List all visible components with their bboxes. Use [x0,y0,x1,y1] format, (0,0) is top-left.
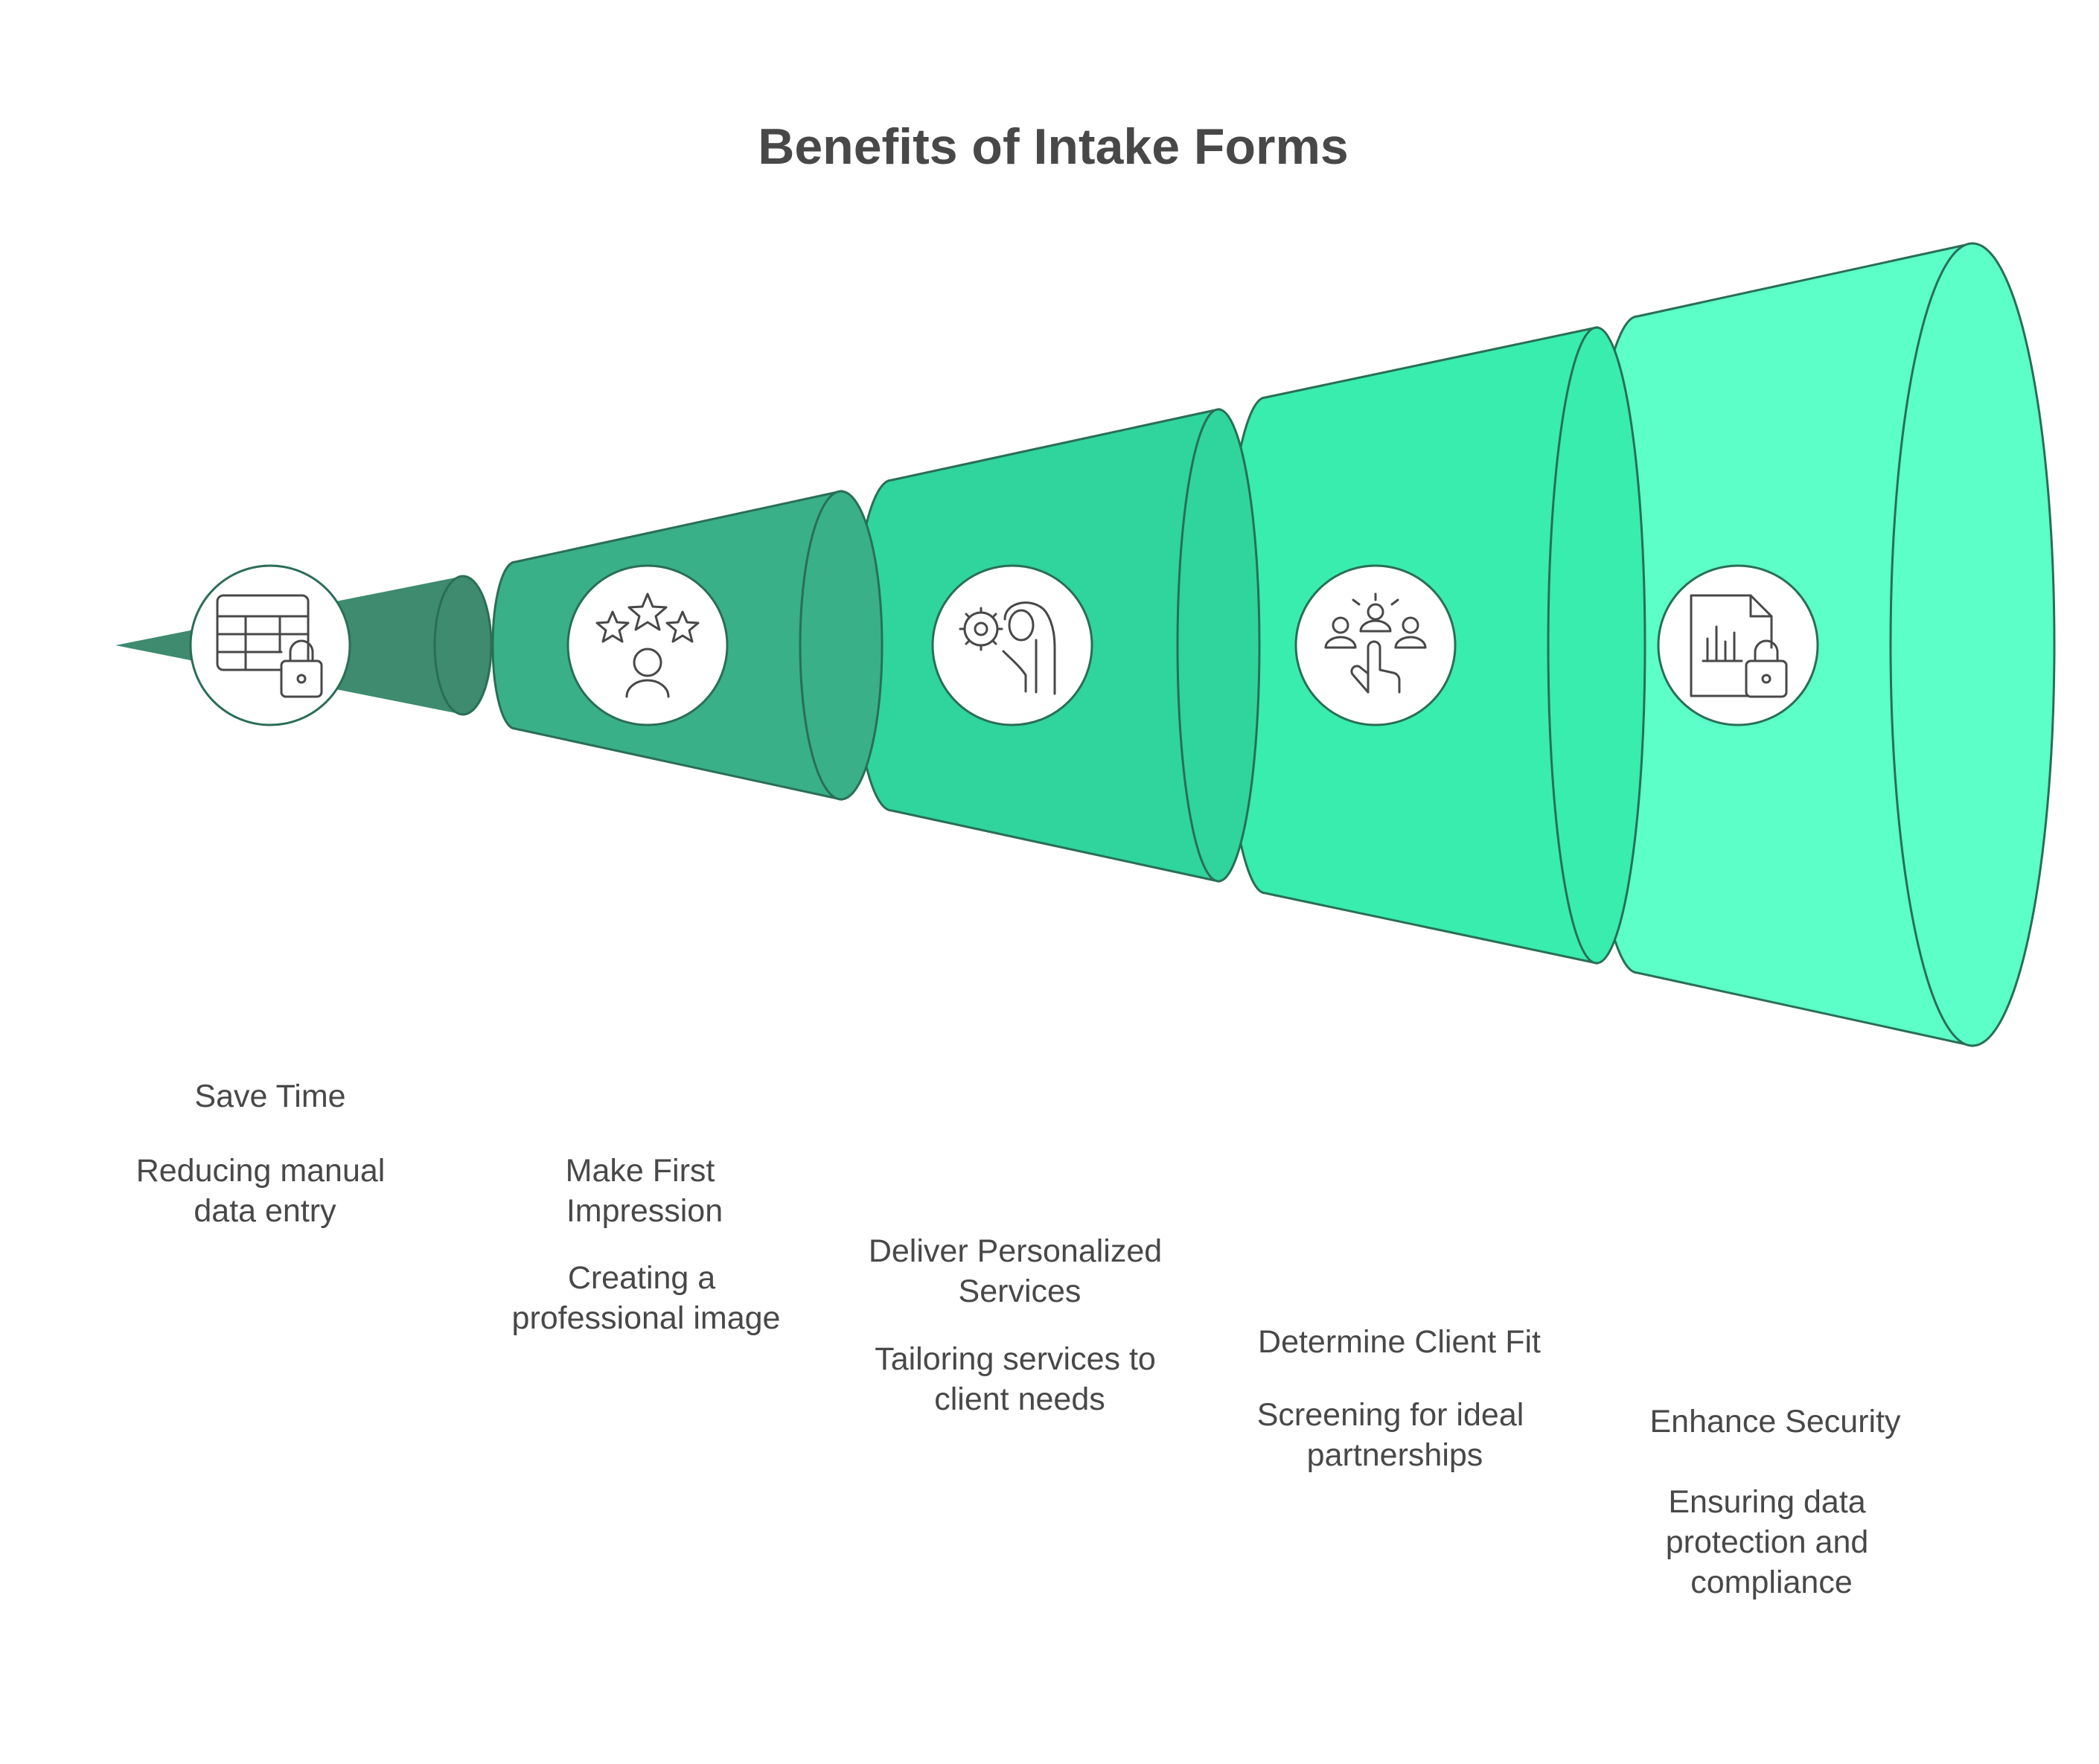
step-1-title: Save Time [194,1078,345,1114]
svg-text:Make First Impression: Make First Impression [566,1153,724,1229]
step-5-description: protection and [1666,1524,1869,1560]
step-3-description: Tailoring services to [875,1341,1156,1377]
svg-text:Ensuring data protection: Ensuring data protection and compliance [1666,1484,1877,1600]
svg-text:Determine Client Fit: Determine Client Fit [1258,1324,1541,1360]
step-2-title: Impression [566,1193,723,1229]
funnel-segment-5 [1584,242,2056,1047]
step-5-label: Enhance Security Ensuring data protectio… [1649,1404,1901,1600]
step-3-title: Services [959,1274,1082,1309]
spreadsheet-lock-icon [216,594,323,698]
step-3-label: Deliver Personalized Services Tailoring … [869,1233,1171,1417]
step-2-icon-circle [566,564,729,726]
step-5-icon-circle [1657,564,1819,726]
step-4-description: Screening for ideal [1257,1397,1524,1433]
step-5-description: Ensuring data [1668,1484,1865,1520]
step-1-description: data entry [194,1193,336,1229]
people-select-icon [1324,592,1427,694]
document-chart-lock-icon [1690,594,1788,698]
diagram-title: Benefits of Intake Forms [758,118,1349,175]
step-2-description: professional image [512,1300,781,1336]
step-3-icon-circle [931,564,1093,726]
step-3-description: client needs [934,1381,1105,1417]
step-5-description: compliance [1690,1565,1853,1600]
step-2-description: Creating a [568,1260,715,1296]
step-5-title: Enhance Security [1649,1404,1901,1439]
step-4-description: partnerships [1307,1437,1483,1473]
svg-text:Deliver Personalized Ser: Deliver Personalized Services [869,1233,1171,1309]
step-4-label: Determine Client Fit Screening for ideal… [1257,1324,1541,1473]
step-2-title: Make First [566,1153,715,1189]
svg-text:Save Time: Save Time [194,1078,345,1114]
svg-text:Tailoring services to cl: Tailoring services to client needs [875,1341,1165,1417]
svg-text:Reducing manual data ent: Reducing manual data entry [136,1153,394,1229]
step-1-icon-circle [189,564,351,726]
stars-person-icon [595,592,700,698]
svg-text:Screening for ideal part: Screening for ideal partnerships [1257,1397,1533,1473]
svg-text:Creating a professional: Creating a professional image [512,1260,781,1336]
step-1-description: Reducing manual [136,1153,386,1189]
gear-hand-icon [959,601,1056,695]
svg-text:Enhance Security: Enhance Security [1649,1404,1901,1439]
step-2-label: Make First Impression Creating a profess… [512,1153,781,1336]
step-1-label: Save Time Reducing manual data entry [136,1078,394,1229]
step-4-icon-circle [1294,564,1457,726]
step-4-title: Determine Client Fit [1258,1324,1541,1360]
step-3-title: Deliver Personalized [869,1233,1162,1269]
